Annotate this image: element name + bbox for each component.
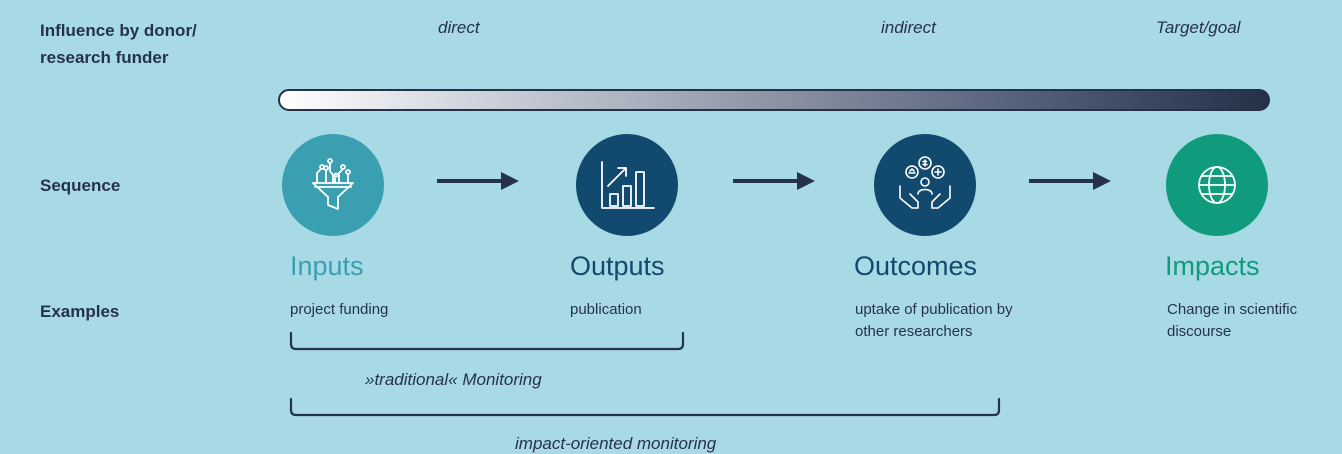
impact-oriented-monitoring-bracket [288,397,1004,424]
impact-oriented-monitoring-label: impact-oriented monitoring [515,434,717,453]
bar-chart-icon [601,161,655,209]
impacts-circle [1166,134,1268,236]
example-outcomes: uptake of publication by other researche… [855,301,1013,340]
stage-title-inputs: Inputs [290,251,364,281]
inputs-circle [282,134,384,236]
outcomes-circle [874,134,976,236]
stage-title-impacts: Impacts [1165,251,1260,281]
traditional-monitoring-label: »traditional« Monitoring [365,370,542,389]
traditional-monitoring-bracket [288,331,688,358]
influence-row-label: Influence by donor/ research funder [40,21,197,67]
influence-gradient-bar [278,89,1270,111]
arrow-outcomes-impacts [1029,171,1113,191]
examples-row-label: Examples [40,302,120,321]
stage-title-outcomes: Outcomes [854,251,978,281]
arrow-outputs-outcomes [733,171,817,191]
hands-person-icon [899,156,951,209]
example-inputs: project funding [290,301,389,318]
outputs-circle [576,134,678,236]
example-outputs: publication [570,301,642,318]
stage-title-outputs: Outputs [570,251,665,281]
globe-icon [1198,166,1236,204]
sequence-row-label: Sequence [40,176,121,195]
arrow-inputs-outputs [437,171,521,191]
influence-target-label: Target/goal [1156,18,1241,37]
influence-direct-label: direct [438,18,480,37]
example-impacts: Change in scientific discourse [1167,301,1298,340]
funnel-icon [312,158,354,210]
influence-indirect-label: indirect [881,18,936,37]
